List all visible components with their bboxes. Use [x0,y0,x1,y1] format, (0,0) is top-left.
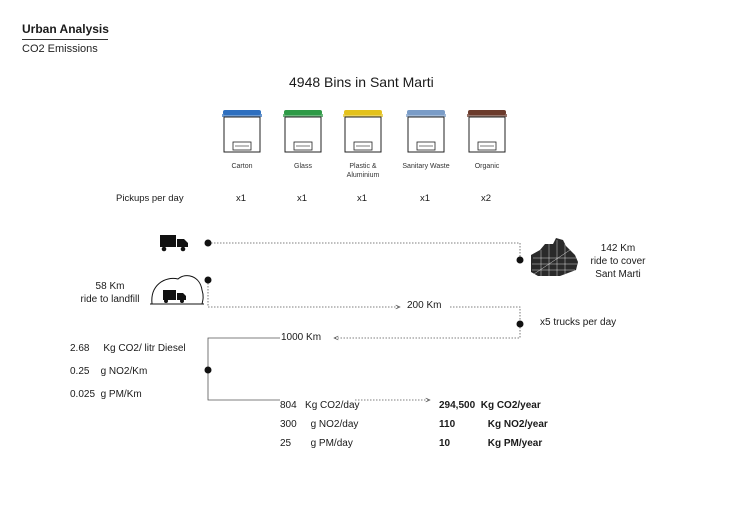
landfill-label: 58 Km ride to landfill [70,280,150,306]
result-daily-unit: Kg CO2/day [305,400,360,411]
factor-pm: 0.025 g PM/Km [70,389,142,400]
main-title: 4948 Bins in Sant Marti [289,74,434,90]
result-year-unit: Kg PM/year [487,438,543,449]
pickups-label: Pickups per day [116,193,184,204]
bin-icon [343,110,383,153]
result-year-pm: 10 Kg PM/year [439,438,542,449]
landfill-km: 58 Km [95,281,125,292]
route-line-daily [334,324,521,338]
bin-icon [283,110,323,153]
bin-label: Glass [294,163,312,170]
route-line-return [450,306,521,324]
node-city [516,256,524,264]
node-start [204,239,212,247]
cover-text: ride to cover [590,256,646,267]
result-year-value: 10 [439,438,451,449]
node-factors [204,366,212,374]
result-daily-no2: 300 g NO2/day [280,419,358,430]
route-line-out [208,242,521,260]
bin-icon [467,110,507,153]
result-daily-unit: g NO2/day [310,419,359,430]
landfill-text: ride to landfill [80,294,140,305]
bin-pickups: x2 [481,193,492,204]
header-title: Urban Analysis [22,22,109,36]
bin-2 [282,108,324,154]
node-trucks [516,320,524,328]
result-year-no2: 110 Kg NO2/year [439,419,548,430]
result-daily-co2: 804 Kg CO2/day [280,400,360,411]
result-year-co2: 294,500 Kg CO2/year [439,400,541,411]
bin-pickups: x1 [297,193,308,204]
factor-unit: Kg CO2/ litr Diesel [103,343,186,354]
result-daily-pm: 25 g PM/day [280,438,353,449]
bin-5 [466,108,508,154]
bin-pickups: x1 [236,193,247,204]
factor-no2: 0.25 g NO2/Km [70,366,147,377]
bin-3 [342,108,384,154]
factor-co2: 2.68 Kg CO2/ litr Diesel [70,343,186,354]
result-year-value: 110 [439,419,456,430]
result-daily-value: 804 [280,400,297,411]
total-km: 200 Km [407,300,442,311]
factor-value: 0.25 [70,366,90,377]
bin-icon [406,110,446,153]
factor-unit: g NO2/Km [100,366,148,377]
route-line-landfill [207,280,400,307]
trucks-per-day: x5 trucks per day [540,317,617,328]
bin-pickups: x1 [420,193,431,204]
bin-label: Sanitary Waste [402,163,450,170]
route-line-factors [207,337,280,401]
result-year-value: 294,500 [439,400,476,411]
cover-km: 142 Km [600,243,636,254]
bin-label: Organic [474,163,500,170]
factor-unit: g PM/Km [100,389,142,400]
bin-label: Plastic & Aluminium [346,163,380,179]
bin-1 [221,108,263,154]
result-year-unit: Kg NO2/year [487,419,548,430]
truck-icon [160,235,188,252]
cover-area: Sant Marti [595,269,641,280]
node-landfill [204,276,212,284]
result-year-unit: Kg CO2/year [480,400,541,411]
landfill-icon [150,275,204,305]
header-subtitle: CO2 Emissions [22,43,98,55]
city-map-icon [531,238,578,276]
factor-value: 2.68 [70,343,90,354]
daily-km: 1000 Km [281,332,322,343]
bin-4 [405,108,447,154]
bin-pickups: x1 [357,193,368,204]
factor-value: 0.025 [70,389,96,400]
result-daily-unit: g PM/day [310,438,353,449]
cover-label: 142 Km ride to cover Sant Marti [588,242,648,281]
header-divider [22,39,108,40]
bin-icon [222,110,262,153]
result-daily-value: 300 [280,419,297,430]
bin-label: Carton [231,163,253,170]
result-daily-value: 25 [280,438,292,449]
